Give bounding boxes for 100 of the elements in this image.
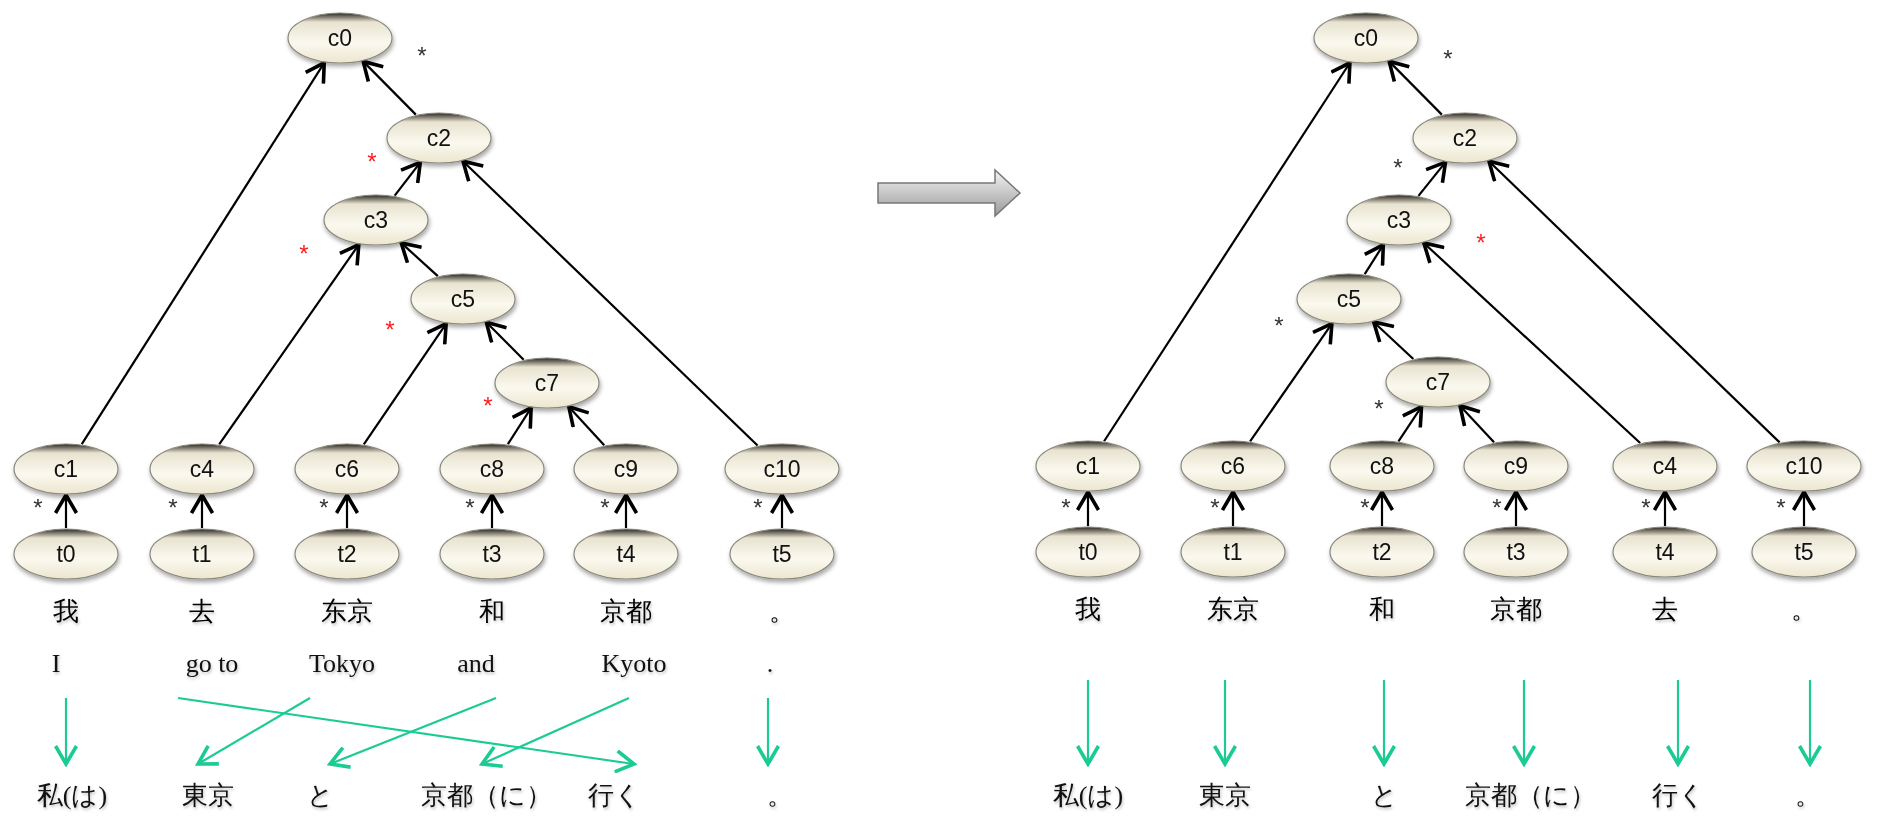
word-label: Kyoto <box>601 642 667 698</box>
edge-label: * <box>299 240 309 268</box>
node-label: t0 <box>1078 538 1098 566</box>
node-label: c5 <box>450 285 476 313</box>
word-label: and <box>457 642 495 698</box>
arrow <box>755 698 781 766</box>
word-label: 我 <box>53 596 79 628</box>
word-label: 私(は) <box>1052 764 1124 817</box>
word-label: 京都 <box>600 596 652 628</box>
word-label: 。 <box>767 764 793 817</box>
word-label: 和 <box>1369 594 1395 626</box>
node-label: c5 <box>1336 285 1362 313</box>
node-label: t3 <box>482 540 502 568</box>
arrow <box>53 493 79 528</box>
arrow <box>1511 680 1537 766</box>
word-label: Tokyo <box>308 642 376 698</box>
arrow <box>613 493 639 528</box>
node-label: t2 <box>1372 538 1392 566</box>
arrow <box>1422 241 1641 444</box>
word-label: 京都（に） <box>1464 764 1596 817</box>
arrow <box>506 406 533 445</box>
node-label: c7 <box>1425 368 1451 396</box>
edge-label: * <box>1374 395 1384 423</box>
node-label: c7 <box>534 369 560 397</box>
arrow <box>1387 59 1443 116</box>
edge-label: * <box>483 392 493 420</box>
word-label: 京都（に） <box>420 764 552 817</box>
word-label: 东京 <box>1207 594 1259 626</box>
node-label: c0 <box>327 24 353 52</box>
arrow <box>399 241 439 277</box>
edge-label: * <box>1492 494 1502 522</box>
edge-label: * <box>417 42 427 70</box>
node-label: c6 <box>334 455 360 483</box>
edge-label: * <box>1443 45 1453 73</box>
node-label: c6 <box>1220 452 1246 480</box>
arrow <box>328 696 497 769</box>
arrow <box>1220 490 1246 526</box>
edge-label: * <box>600 494 610 522</box>
node-label: t4 <box>1655 538 1675 566</box>
arrow <box>1103 60 1352 442</box>
word-label: 行く <box>1651 764 1705 817</box>
edge-label: * <box>1061 494 1071 522</box>
node-label: c0 <box>1353 24 1379 52</box>
arrow <box>196 697 311 766</box>
edge-label: * <box>465 494 475 522</box>
node-label: c4 <box>1652 452 1678 480</box>
word-label: 。 <box>769 596 795 628</box>
arrow <box>1363 243 1386 275</box>
arrow <box>1458 403 1495 444</box>
arrow <box>177 696 636 774</box>
word-label: 。 <box>1795 764 1821 817</box>
arrow <box>53 698 79 766</box>
node-label: t0 <box>56 540 76 568</box>
arrow <box>1075 680 1101 766</box>
arrow <box>189 493 215 528</box>
arrow <box>1652 490 1678 526</box>
edge-label: * <box>1641 494 1651 522</box>
node-label: t2 <box>337 540 357 568</box>
arrow <box>1371 680 1397 766</box>
arrow <box>1212 680 1238 766</box>
word-label: 去 <box>1652 594 1678 626</box>
node-label: c8 <box>1369 452 1395 480</box>
node-label: t5 <box>1794 538 1814 566</box>
arrow <box>1791 490 1817 526</box>
arrow <box>334 493 360 528</box>
word-label: と <box>306 764 334 817</box>
edge-label: * <box>1274 312 1284 340</box>
node-label: c8 <box>479 455 505 483</box>
arrow <box>769 493 795 528</box>
arrow <box>1371 320 1415 360</box>
edge-label: * <box>1393 154 1403 182</box>
edge-label: * <box>385 316 395 344</box>
word-label: 东京 <box>321 596 373 628</box>
arrow <box>484 320 525 361</box>
arrow <box>480 697 630 768</box>
arrow <box>461 159 759 447</box>
edge-label: * <box>168 494 178 522</box>
arrow <box>1665 680 1691 766</box>
node-label: c1 <box>1075 452 1101 480</box>
node-label: c9 <box>613 455 639 483</box>
arrow <box>1797 680 1823 766</box>
word-label: 東京 <box>182 764 234 817</box>
arrow <box>1075 490 1101 526</box>
word-label: 行く <box>587 764 641 817</box>
node-label: t1 <box>192 540 212 568</box>
arrow <box>1249 321 1334 442</box>
word-label: 京都 <box>1490 594 1542 626</box>
edge-label: * <box>1360 494 1370 522</box>
word-label: 和 <box>479 596 505 628</box>
word-label: 我 <box>1075 594 1101 626</box>
node-label: t3 <box>1506 538 1526 566</box>
arrow <box>361 59 417 116</box>
edge-label: * <box>753 494 763 522</box>
node-label: t1 <box>1223 538 1243 566</box>
word-label: 去 <box>189 596 215 628</box>
edge-label: * <box>33 494 43 522</box>
edge-label: * <box>1776 494 1786 522</box>
arrow <box>1503 490 1529 526</box>
node-label: c3 <box>1386 206 1412 234</box>
arrow <box>1369 490 1395 526</box>
